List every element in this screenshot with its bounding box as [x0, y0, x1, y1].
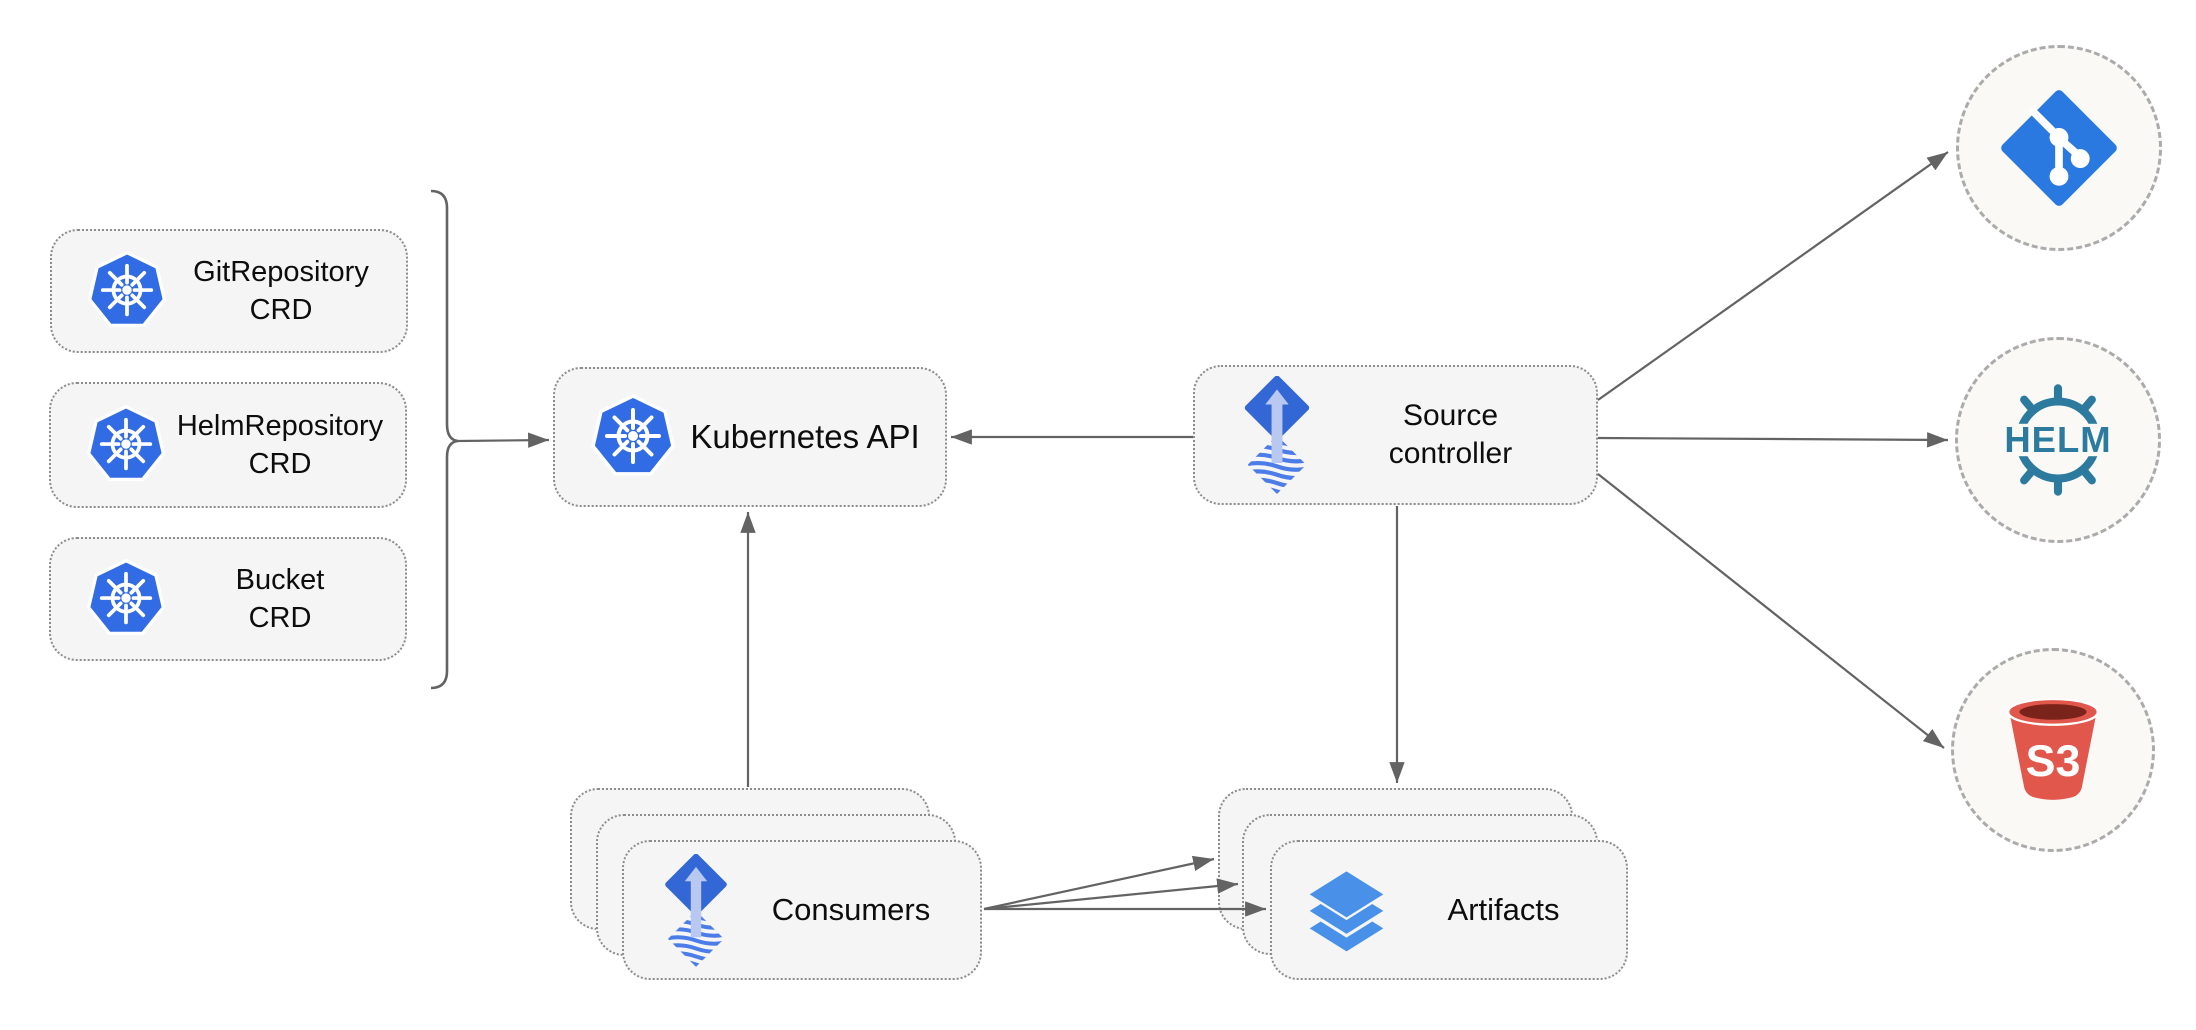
- kubernetes-api-node: Kubernetes API: [553, 367, 947, 507]
- arrow-crds-to-kubernetes-api: [457, 432, 550, 448]
- crd-group-brace: [430, 189, 459, 690]
- kubernetes-api-label: Kubernetes API: [690, 418, 920, 455]
- source-controller-label: Source controller: [1388, 399, 1513, 470]
- arrow-consumers-to-artifacts-back: [983, 855, 1215, 911]
- source-controller-node: Source controller: [1193, 365, 1598, 505]
- s3-logo-text: S3: [2026, 736, 2081, 786]
- consumers-label: Consumers: [771, 892, 931, 927]
- bucket-crd-node: Bucket CRD: [49, 537, 407, 661]
- git-icon: [2001, 90, 2117, 206]
- gitrepository-crd-label: GitRepository CRD: [193, 256, 369, 326]
- kubernetes-icon: [87, 250, 167, 328]
- kubernetes-icon: [591, 394, 675, 476]
- flux-source-controller-icon: [656, 854, 736, 967]
- consumers-node: Consumers: [622, 840, 982, 980]
- arrow-consumers-to-artifacts-middle: [983, 878, 1239, 911]
- s3-bucket-circle: S3: [1951, 648, 2155, 852]
- s3-bucket-icon: S3: [2005, 697, 2101, 800]
- helmrepository-crd-node: HelmRepository CRD: [49, 382, 407, 508]
- gitrepository-crd-node: GitRepository CRD: [50, 229, 408, 353]
- arrow-source-controller-to-s3: [1597, 473, 1945, 749]
- layers-icon: [1309, 871, 1384, 952]
- helm-icon: HELM: [1996, 384, 2120, 496]
- helmrepository-crd-label: HelmRepository CRD: [176, 410, 384, 480]
- kubernetes-icon: [86, 404, 166, 482]
- flux-source-controller-icon: [1235, 376, 1319, 494]
- kubernetes-icon: [86, 558, 166, 636]
- git-source-circle: [1956, 45, 2162, 251]
- bucket-crd-label: Bucket CRD: [235, 564, 325, 634]
- helm-repository-circle: HELM: [1955, 337, 2161, 543]
- artifacts-label: Artifacts: [1447, 892, 1560, 927]
- helm-logo-text: HELM: [2004, 419, 2111, 460]
- arrow-source-controller-to-helm: [1597, 432, 1949, 448]
- arrow-source-controller-to-git: [1597, 151, 1949, 401]
- artifacts-node: Artifacts: [1270, 840, 1628, 980]
